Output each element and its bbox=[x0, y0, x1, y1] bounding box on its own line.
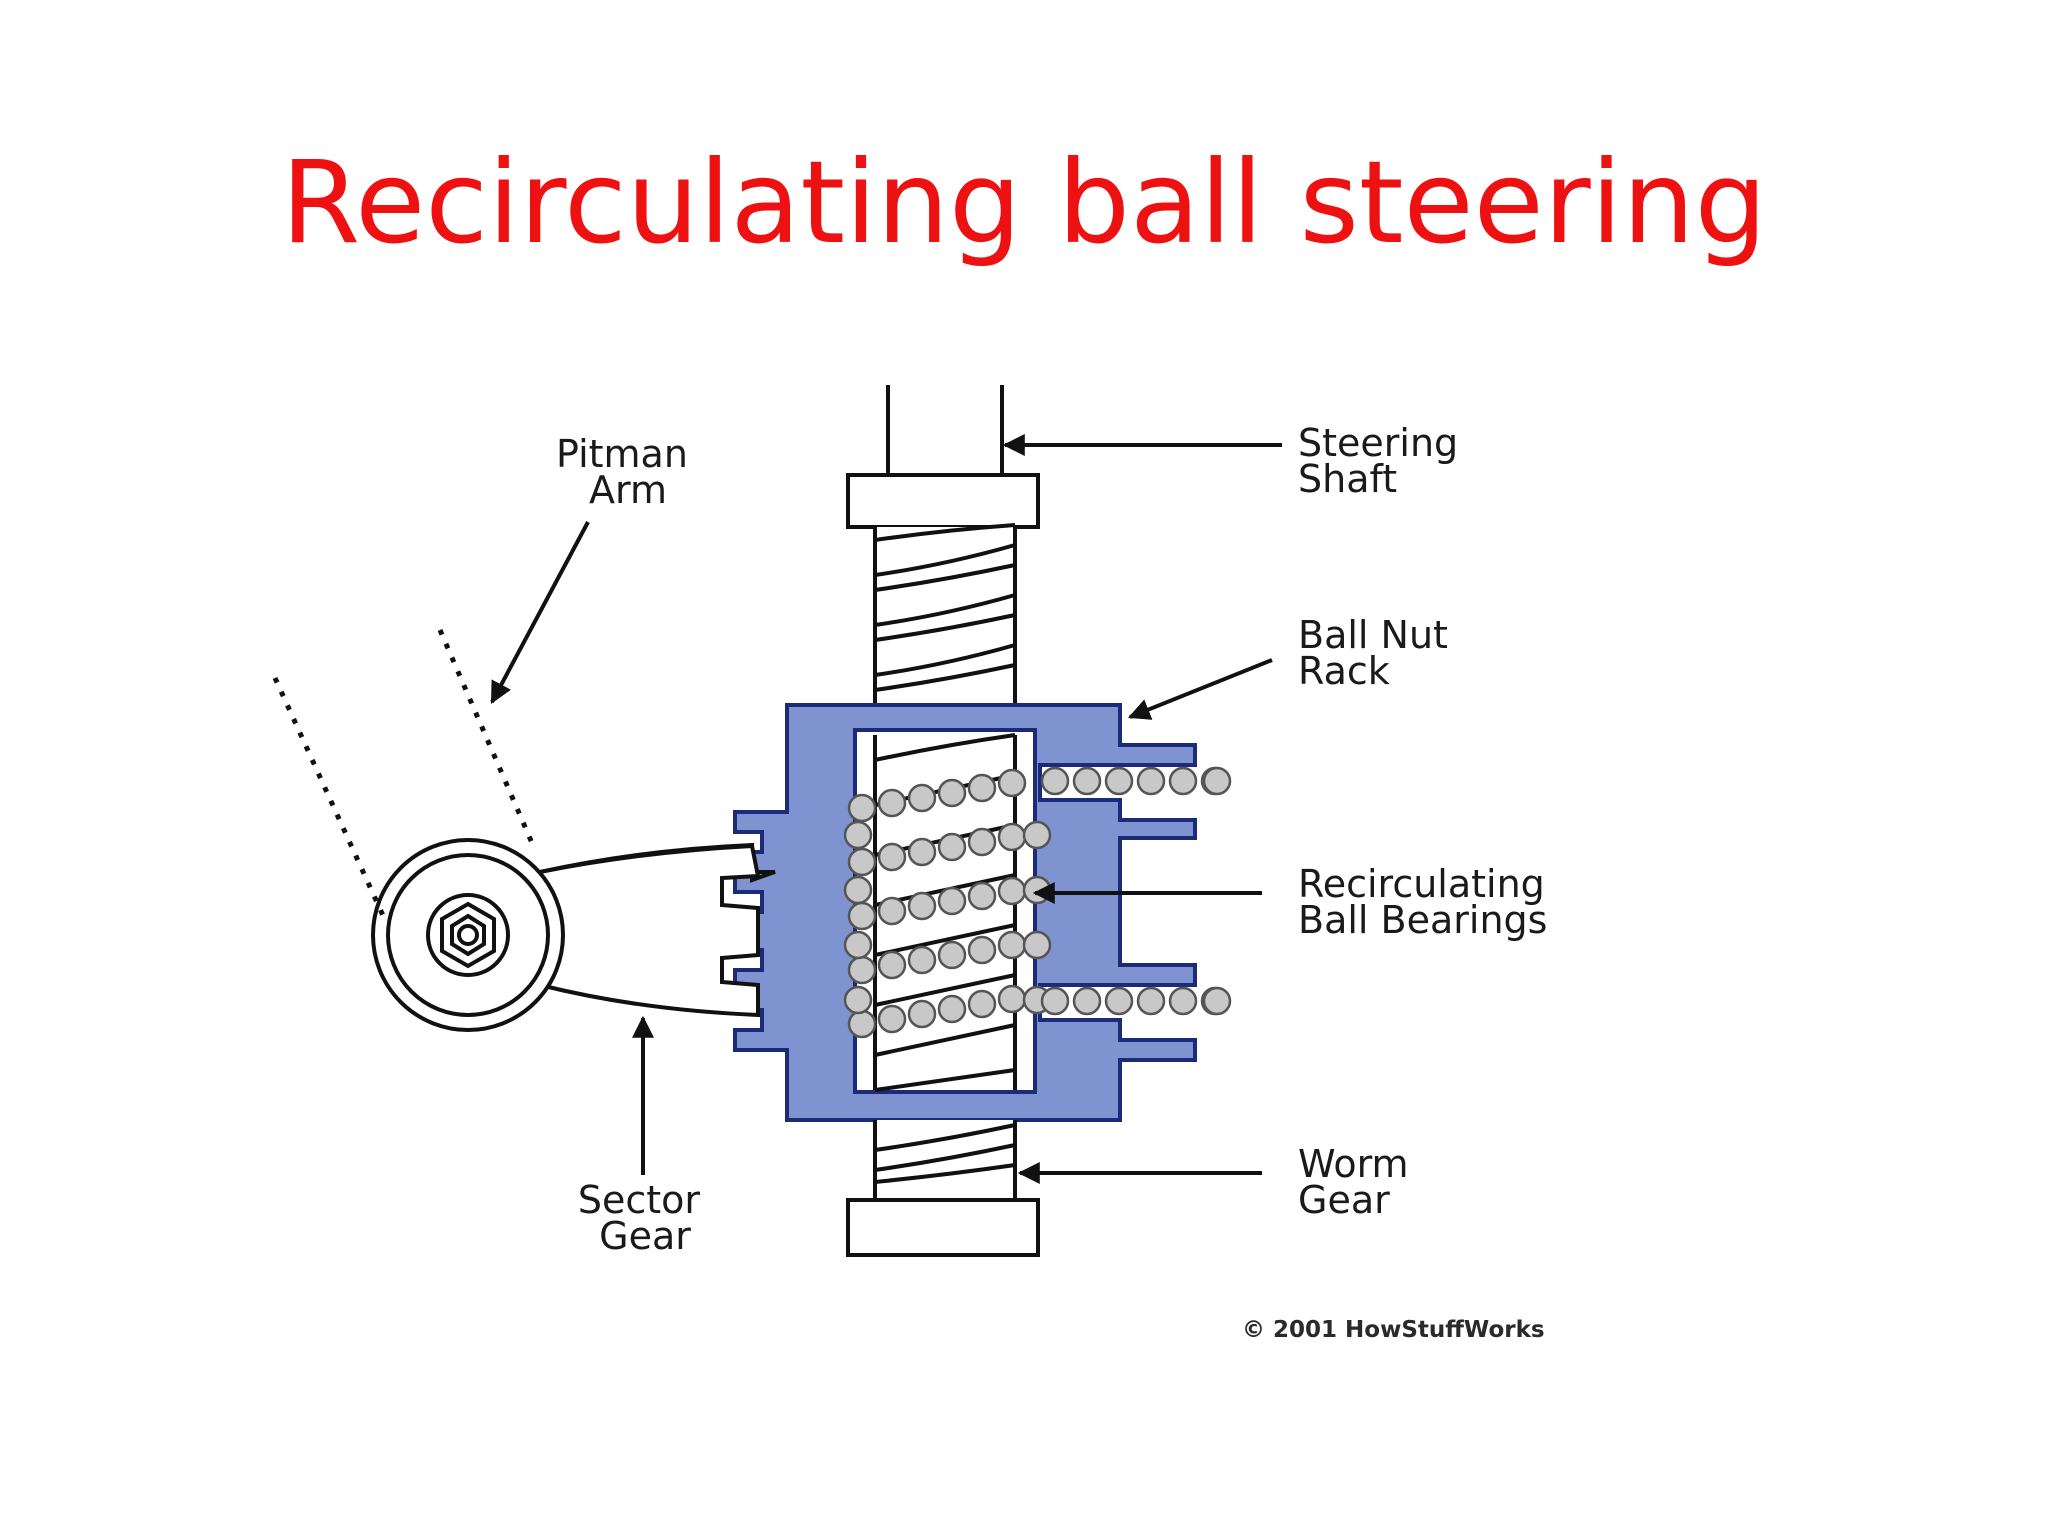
ball-bearing bbox=[1136, 986, 1166, 1016]
ball-bearing bbox=[1022, 930, 1052, 960]
ball-bearing bbox=[847, 955, 877, 985]
ball-bearing bbox=[843, 875, 873, 905]
ball-bearing bbox=[1040, 986, 1070, 1016]
ball-bearing bbox=[967, 881, 997, 911]
pitman-arm bbox=[371, 838, 776, 1032]
ball-bearing bbox=[907, 783, 937, 813]
worm-thread-upper bbox=[873, 523, 1017, 705]
ball-bearing bbox=[967, 827, 997, 857]
ball-bearing bbox=[1202, 986, 1232, 1016]
label-recirculating-ball-bearings: Recirculating Ball Bearings bbox=[1298, 862, 1557, 942]
ball-bearing bbox=[877, 1004, 907, 1034]
ball-bearing bbox=[1168, 766, 1198, 796]
ball-bearing bbox=[877, 896, 907, 926]
ball-bearing bbox=[937, 778, 967, 808]
ball-bearing bbox=[997, 822, 1027, 852]
ball-bearing bbox=[997, 768, 1027, 798]
label-steering-shaft: Steering Shaft bbox=[1298, 421, 1470, 501]
ball-bearing bbox=[843, 930, 873, 960]
ball-bearing bbox=[937, 886, 967, 916]
arrow-pitman-arm bbox=[490, 521, 590, 704]
ball-bearing bbox=[907, 999, 937, 1029]
ball-bearing bbox=[997, 876, 1027, 906]
ball-bearing bbox=[1072, 766, 1102, 796]
pitman-arm-swing-lines bbox=[272, 629, 538, 922]
ball-bearing bbox=[877, 950, 907, 980]
ball-nut-rack bbox=[733, 703, 1197, 1122]
ball-bearing bbox=[937, 940, 967, 970]
label-ball-nut-rack: Ball Nut Rack bbox=[1298, 613, 1460, 693]
ball-bearing bbox=[907, 891, 937, 921]
ball-bearing bbox=[967, 935, 997, 965]
steering-shaft bbox=[846, 385, 1040, 529]
ball-bearing bbox=[967, 989, 997, 1019]
ball-bearing bbox=[937, 994, 967, 1024]
ball-bearing bbox=[1202, 766, 1232, 796]
ball-bearing bbox=[967, 773, 997, 803]
leader-arrows bbox=[490, 434, 1282, 1184]
ball-bearing bbox=[877, 788, 907, 818]
ball-bearing bbox=[907, 837, 937, 867]
ball-bearing bbox=[847, 901, 877, 931]
ball-bearing bbox=[937, 832, 967, 862]
ball-bearing bbox=[847, 1009, 877, 1039]
ball-bearing bbox=[1136, 766, 1166, 796]
ball-bearing bbox=[997, 984, 1027, 1014]
ball-bearing bbox=[843, 985, 873, 1015]
recirculating-ball-bearings bbox=[843, 766, 1232, 1039]
ball-bearing bbox=[843, 820, 873, 850]
ball-bearing bbox=[1040, 766, 1070, 796]
ball-bearing bbox=[1072, 986, 1102, 1016]
arrow-ball-nut-rack bbox=[1127, 658, 1273, 720]
copyright-notice: © 2001 HowStuffWorks bbox=[1242, 1317, 1545, 1343]
ball-bearing bbox=[1022, 875, 1052, 905]
label-sector-gear: Sector Gear bbox=[578, 1178, 712, 1258]
ball-bearing bbox=[1104, 986, 1134, 1016]
worm-thread-lower bbox=[846, 1120, 1040, 1257]
ball-bearing bbox=[997, 930, 1027, 960]
ball-bearing bbox=[847, 793, 877, 823]
ball-bearing bbox=[907, 945, 937, 975]
slide-title: Recirculating ball steering bbox=[281, 136, 1767, 269]
label-worm-gear: Worm Gear bbox=[1298, 1142, 1421, 1222]
label-pitman-arm: Pitman Arm bbox=[556, 432, 700, 512]
ball-bearing bbox=[847, 847, 877, 877]
ball-bearing bbox=[877, 842, 907, 872]
ball-bearing bbox=[1168, 986, 1198, 1016]
ball-bearing bbox=[1104, 766, 1134, 796]
ball-bearing bbox=[1022, 820, 1052, 850]
